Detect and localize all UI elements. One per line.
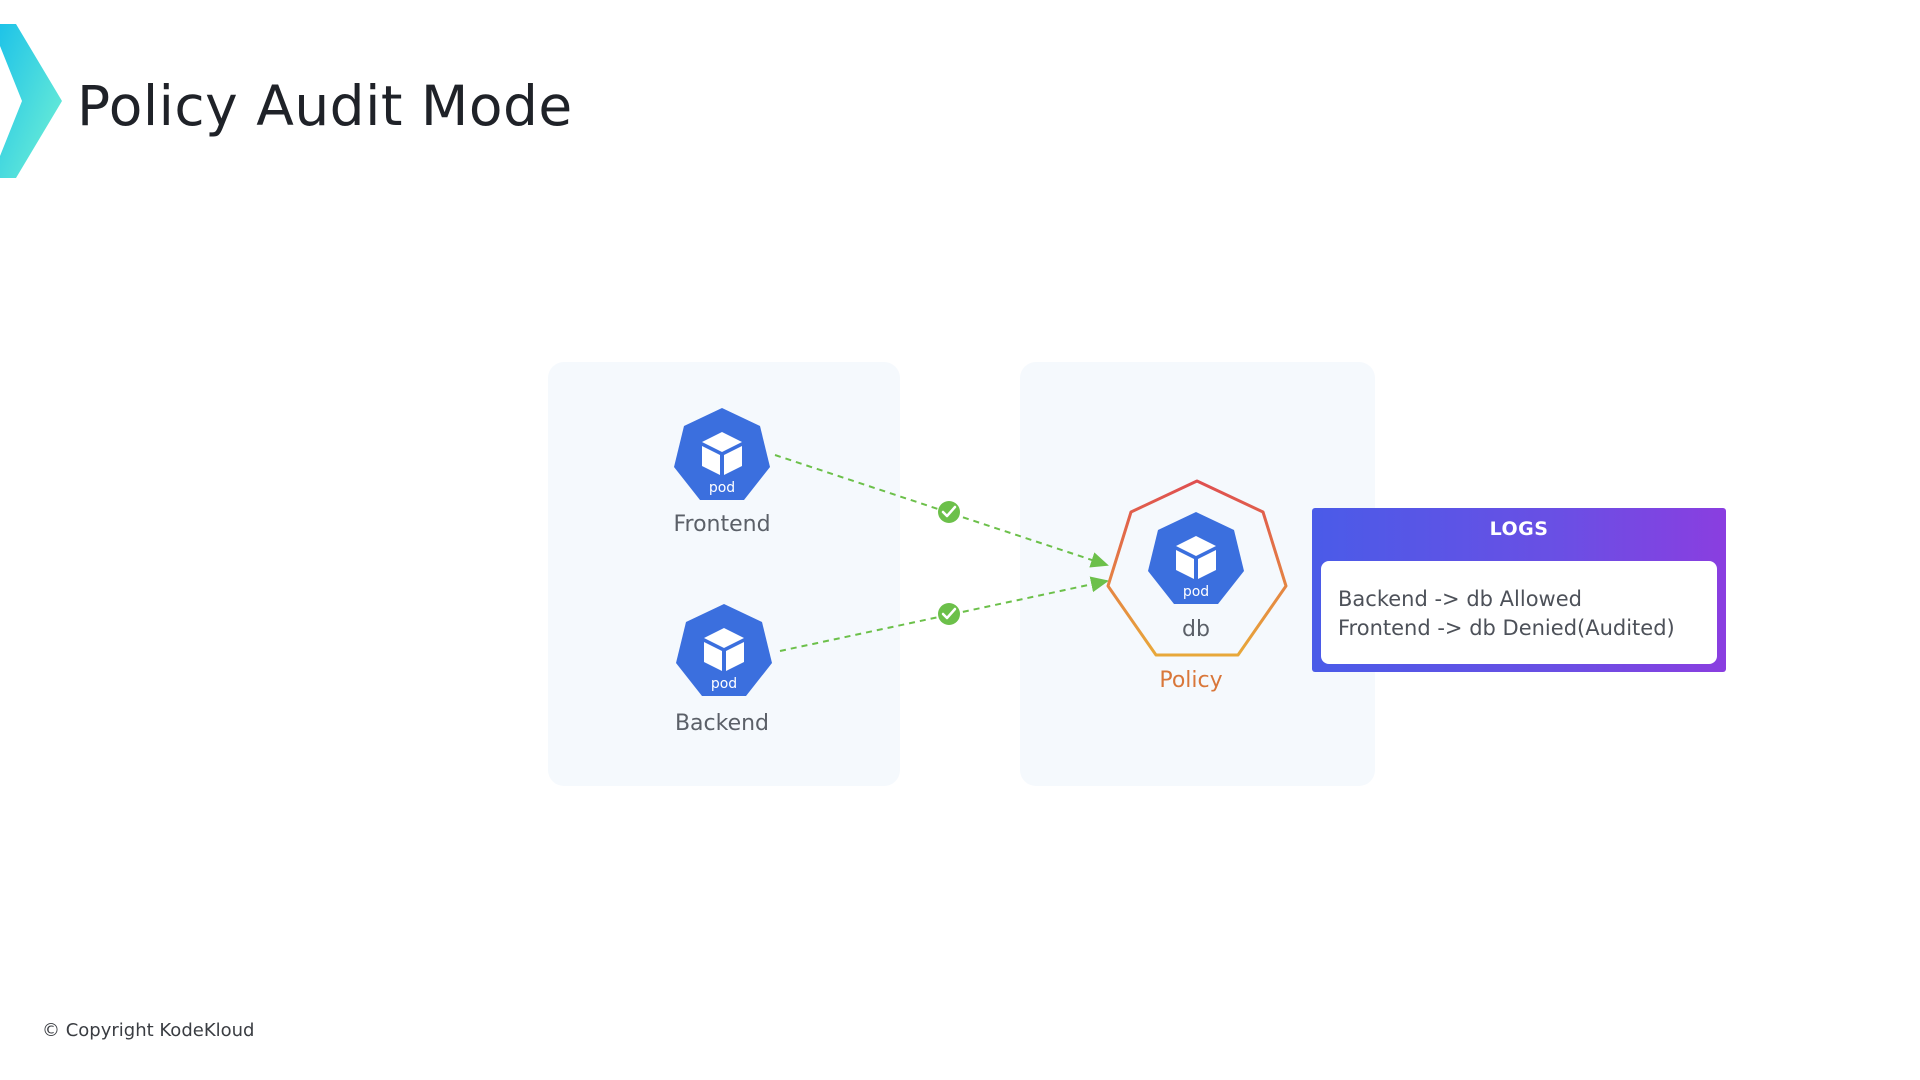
frontend-pod-icon: pod [674, 408, 770, 500]
backend-pod-icon: pod [676, 604, 772, 696]
check-circle-icon [938, 603, 960, 625]
log-entry: Backend -> db Allowed [1338, 587, 1582, 611]
db-label: db [1182, 617, 1210, 642]
frontend-to-db-arrow [774, 454, 1109, 568]
copyright-notice: © Copyright KodeKloud [42, 1020, 255, 1041]
chevron-logo-icon [0, 24, 62, 178]
frontend-pod-text: pod [709, 480, 735, 496]
check-circle-icon [938, 501, 960, 523]
logs-panel: LOGS Backend -> db Allowed Frontend -> d… [1312, 508, 1726, 672]
db-pod-icon: pod [1148, 512, 1244, 604]
backend-label: Backend [674, 711, 770, 736]
log-entry: Frontend -> db Denied(Audited) [1338, 616, 1675, 640]
logs-content: Backend -> db Allowed Frontend -> db Den… [1321, 561, 1717, 664]
frontend-label: Frontend [673, 512, 771, 537]
db-pod-text: pod [1183, 584, 1209, 600]
backend-pod-text: pod [711, 676, 737, 692]
logs-title: LOGS [1489, 518, 1549, 540]
policy-outline [1106, 479, 1288, 657]
policy-label: Policy [1159, 668, 1223, 693]
page-title: Policy Audit Mode [77, 74, 573, 138]
